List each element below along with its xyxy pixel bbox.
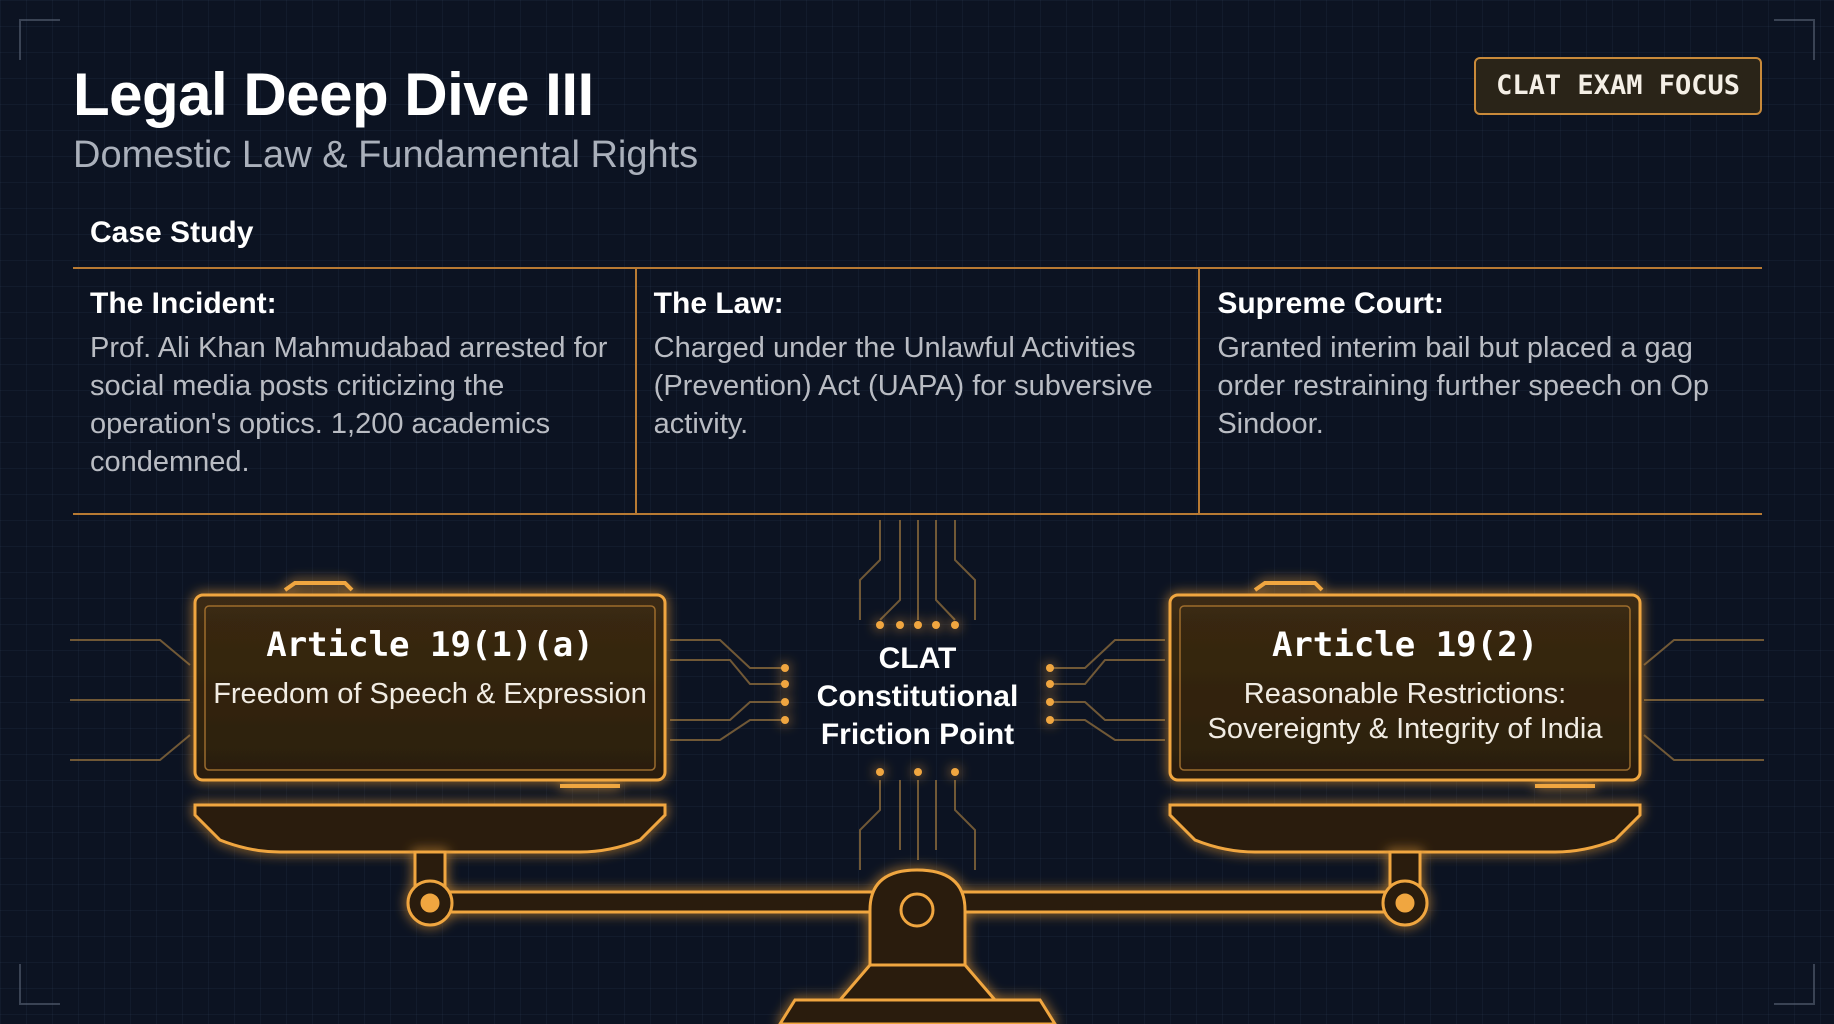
- circuit-traces: [70, 520, 1764, 870]
- scale-beam: [406, 850, 1429, 1024]
- left-card: Article 19(1)(a) Freedom of Speech & Exp…: [210, 625, 650, 712]
- circuit-nodes: [781, 621, 1054, 776]
- left-card-subtitle: Freedom of Speech & Expression: [213, 678, 647, 710]
- incident-body: Prof. Ali Khan Mahmudabad arrested for s…: [90, 332, 608, 478]
- case-study-table: The Incident: Prof. Ali Khan Mahmudabad …: [73, 267, 1762, 515]
- law-column: The Law: Charged under the Unlawful Acti…: [634, 269, 1199, 513]
- right-card-frame: [1168, 581, 1642, 788]
- left-card-frame: [193, 581, 667, 788]
- friction-point-label: CLAT Constitutional Friction Point: [816, 642, 1019, 751]
- corner-brackets: [19, 19, 1815, 1005]
- supreme-court-body: Granted interim bail but placed a gag or…: [1217, 332, 1709, 440]
- page-subtitle: Domestic Law & Fundamental Rights: [73, 134, 699, 176]
- incident-heading: The Incident:: [90, 287, 277, 320]
- incident-column: The Incident: Prof. Ali Khan Mahmudabad …: [73, 269, 635, 513]
- supreme-court-column: Supreme Court: Granted interim bail but …: [1198, 269, 1762, 513]
- right-card-subtitle: Reasonable Restrictions: Sovereignty & I…: [1207, 678, 1603, 745]
- left-card-title: Article 19(1)(a): [266, 625, 594, 665]
- right-card: Article 19(2) Reasonable Restrictions: S…: [1182, 625, 1628, 747]
- scale-pans: [193, 803, 1642, 854]
- right-card-title: Article 19(2): [1271, 625, 1539, 665]
- law-body: Charged under the Unlawful Activities (P…: [653, 332, 1153, 440]
- law-heading: The Law:: [653, 287, 784, 320]
- page-title: Legal Deep Dive III: [73, 61, 594, 128]
- supreme-court-heading: Supreme Court:: [1217, 287, 1445, 320]
- exam-focus-badge: CLAT EXAM FOCUS: [1474, 57, 1762, 115]
- case-study-label: Case Study: [90, 216, 254, 249]
